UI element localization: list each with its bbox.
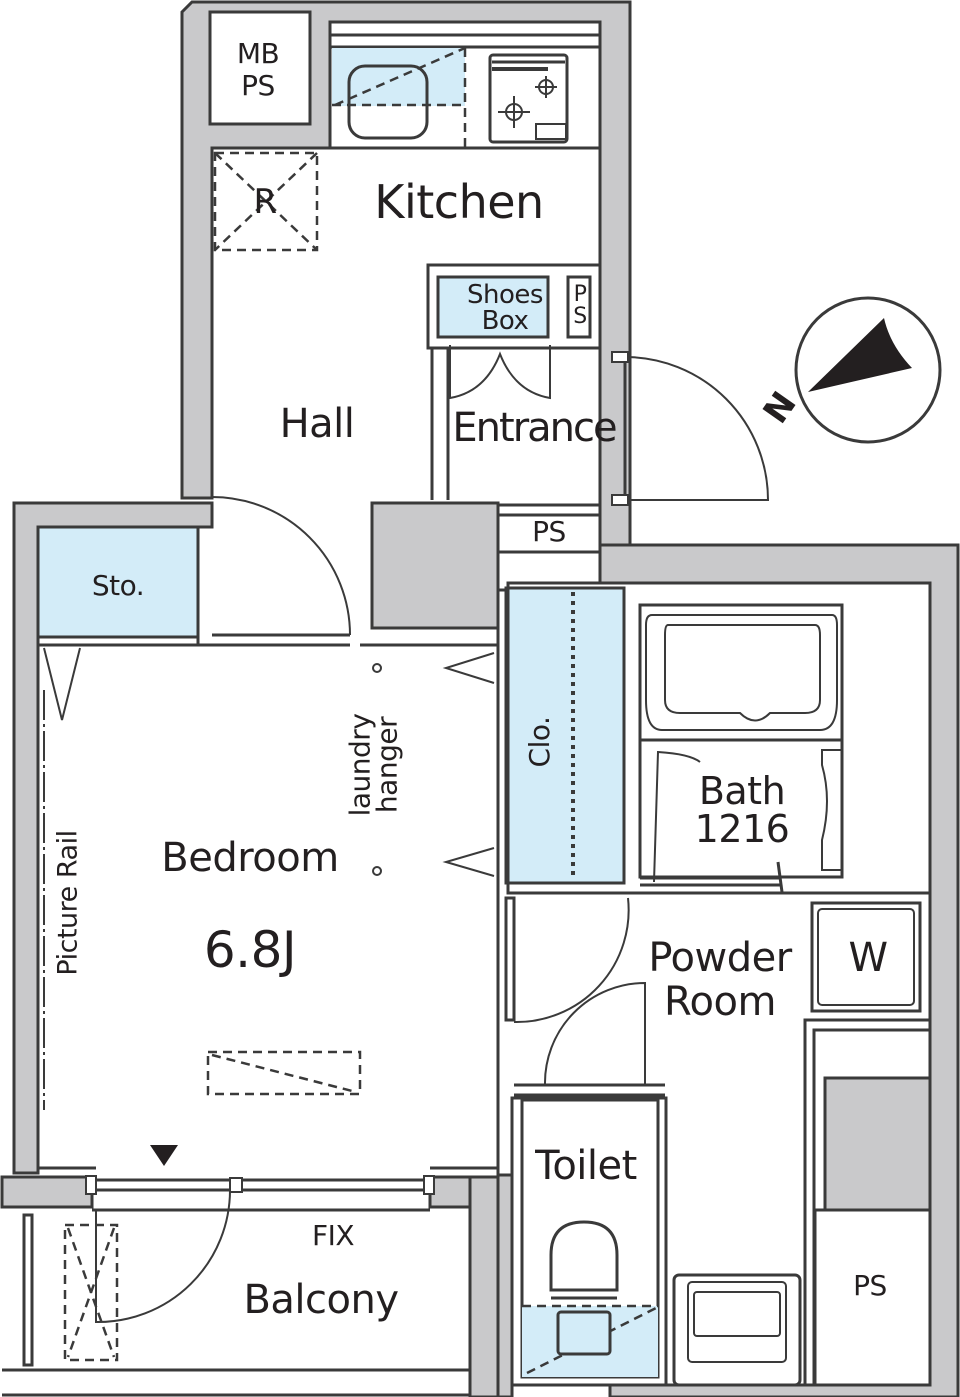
laundry-hanger-point-icon bbox=[372, 663, 382, 673]
balcony-area bbox=[2, 1213, 470, 1397]
laundry-hanger-label: laundry hanger bbox=[343, 714, 403, 817]
washer-label: W bbox=[848, 935, 888, 981]
bath-line1: Bath bbox=[698, 769, 786, 813]
kitchen-label: Kitchen bbox=[374, 175, 544, 229]
refrigerator-label: R bbox=[253, 182, 277, 222]
closet-door-mark-top bbox=[442, 652, 495, 684]
closet-label: Clo. bbox=[523, 716, 556, 768]
powder-line2: Room bbox=[664, 979, 776, 1025]
bedroom-size-label: 6.8J bbox=[203, 921, 297, 979]
ps-entrance-label: PS bbox=[532, 515, 566, 548]
toilet-label: Toilet bbox=[535, 1143, 637, 1189]
storage-label: Sto. bbox=[91, 569, 145, 602]
bath-label: Bath 1216 bbox=[695, 772, 790, 848]
washer-pan bbox=[810, 901, 922, 1013]
north-compass-icon bbox=[794, 296, 942, 444]
shoes-box bbox=[426, 263, 602, 500]
powder-room-label: Powder Room bbox=[648, 935, 792, 1025]
stove-icon bbox=[488, 53, 569, 144]
ps-small-label: P S bbox=[573, 282, 587, 329]
fix-window-label: FIX bbox=[311, 1219, 355, 1252]
entry-marker-icon bbox=[150, 1145, 178, 1166]
laundry-line2: hanger bbox=[370, 716, 403, 814]
toilet-room bbox=[510, 1096, 668, 1387]
kitchen-counter bbox=[328, 33, 602, 150]
powder-room bbox=[504, 891, 930, 1387]
bathtub-icon bbox=[645, 614, 838, 731]
shoes-box-label: Shoes Box bbox=[467, 282, 543, 334]
toilet-icon bbox=[549, 1220, 619, 1292]
closet bbox=[498, 586, 626, 885]
air-conditioner-outline bbox=[206, 1050, 362, 1096]
entrance-door bbox=[611, 351, 770, 506]
ps-right-box bbox=[813, 1208, 932, 1387]
refrigerator-space bbox=[213, 151, 319, 252]
storage bbox=[36, 525, 212, 721]
ps-label: PS bbox=[241, 69, 275, 102]
ps-entrance-box bbox=[496, 503, 602, 554]
shoes-box-line2: Box bbox=[481, 306, 529, 336]
sink-icon bbox=[347, 64, 429, 140]
laundry-hanger-point-icon bbox=[372, 866, 382, 876]
mb-ps-box bbox=[208, 10, 312, 126]
powder-line1: Powder bbox=[648, 935, 792, 981]
ps-right-label: PS bbox=[853, 1269, 887, 1302]
picture-rail-label: Picture Rail bbox=[52, 830, 84, 976]
shoes-box-line1: Shoes bbox=[467, 280, 543, 310]
mb-label: MB bbox=[236, 37, 280, 70]
hall-label: Hall bbox=[279, 401, 355, 447]
entrance-label: Entrance bbox=[452, 405, 617, 451]
mb-ps-label: MB PS bbox=[236, 37, 280, 102]
bath-size: 1216 bbox=[694, 807, 790, 851]
bedroom-label: Bedroom bbox=[161, 835, 339, 881]
ps-small-line1: P bbox=[573, 282, 587, 307]
bedroom-door bbox=[211, 496, 351, 647]
balcony-window bbox=[85, 1175, 435, 1324]
closet-door-mark-bottom bbox=[442, 847, 495, 877]
ps-small-line2: S bbox=[573, 304, 587, 329]
bathroom bbox=[506, 581, 932, 895]
balcony-label: Balcony bbox=[243, 1277, 399, 1323]
vanity-icon bbox=[672, 1273, 802, 1387]
